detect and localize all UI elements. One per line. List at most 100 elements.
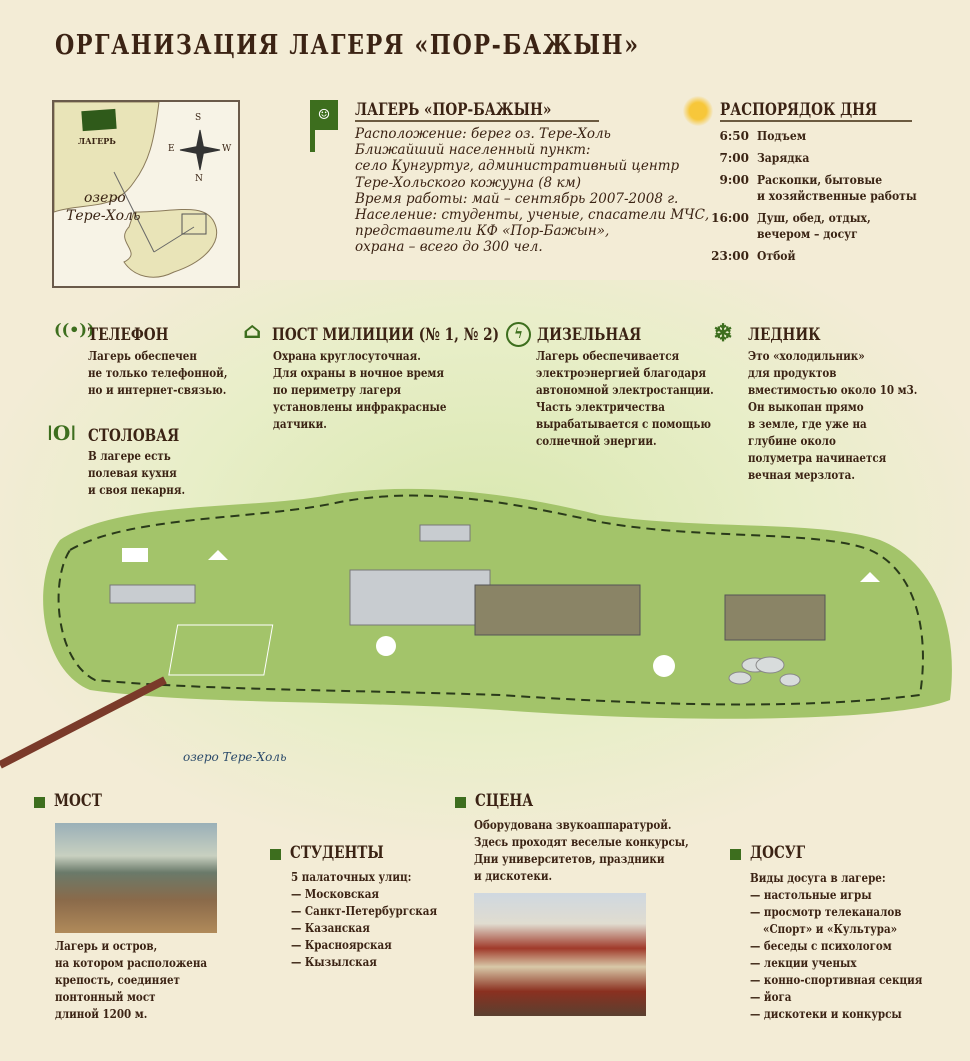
text-line: 5 палаточных улиц: <box>291 870 412 884</box>
phone-text: Лагерь обеспечен не только телефонной, н… <box>88 348 250 399</box>
text-line: Охрана круглосуточная. <box>273 349 421 363</box>
bullet-square-icon <box>455 797 466 808</box>
students-text: 5 палаточных улиц: — Московская — Санкт-… <box>291 869 461 971</box>
canteen-text: В лагере есть полевая кухня и своя пекар… <box>88 448 201 499</box>
text-line: — йога <box>750 990 792 1004</box>
text-line: — лекции ученых <box>750 956 857 970</box>
camp-line: Ближайший населенный пункт: <box>355 142 591 159</box>
schedule-text: Подъем <box>757 129 807 143</box>
text-line: — просмотр телеканалов <box>750 905 902 919</box>
text-line: — Кызылская <box>291 955 377 969</box>
page-title: ОРГАНИЗАЦИЯ ЛАГЕРЯ «ПОР-БАЖЫН» <box>55 30 640 61</box>
text-line: — Московская <box>291 887 380 901</box>
text-line: глубине около <box>748 434 836 448</box>
text-line: для продуктов <box>748 366 837 380</box>
camp-line: село Кунгуртуг, административный центр <box>355 158 680 175</box>
text-line: крепость, соединяет <box>55 973 180 987</box>
bullet-square-icon <box>34 797 45 808</box>
text-line: вместимостью около 10 м3. <box>748 383 918 397</box>
minimap-lake-label-2: Тере-Холь <box>66 208 141 224</box>
glacier-text: Это «холодильник» для продуктов вместимо… <box>748 348 945 484</box>
text-line: Лагерь и остров, <box>55 939 158 953</box>
flag-icon: ☺ <box>310 100 338 152</box>
police-heading: ПОСТ МИЛИЦИИ (№ 1, № 2) <box>272 325 500 345</box>
schedule-item-cont: и хозяйственные работы <box>757 188 934 204</box>
schedule-time: 6:50 <box>719 129 749 143</box>
text-line: — беседы с психологом <box>750 939 892 953</box>
bridge-photo <box>55 823 217 933</box>
leisure-heading: ДОСУГ <box>750 843 806 863</box>
text-line: В лагере есть <box>88 449 171 463</box>
schedule-time: 9:00 <box>719 173 749 187</box>
text-line: электроэнергией благодаря <box>536 366 706 380</box>
text-line: «Спорт» и «Культура» <box>763 922 898 936</box>
location-minimap: ЛАГЕРЬ озеро Тере-Холь S N E W <box>52 100 240 288</box>
text-line: Оборудована звукоаппаратурой. <box>474 818 672 832</box>
text-line: установлены инфракрасные <box>273 400 447 414</box>
stage-heading: СЦЕНА <box>475 791 534 811</box>
bridge-heading: МОСТ <box>54 791 102 811</box>
text-line: — Санкт-Петербургская <box>291 904 438 918</box>
compass-w: W <box>222 144 232 154</box>
text-line: Лагерь обеспечивается <box>536 349 680 363</box>
text-line: вырабатывается с помощью <box>536 417 711 431</box>
map-lake-label: озеро Тере-Холь <box>183 750 287 764</box>
diesel-heading: ДИЗЕЛЬНАЯ <box>537 325 642 345</box>
text-line: понтонный мост <box>55 990 156 1004</box>
text-line: Это «холодильник» <box>748 349 865 363</box>
lightning-icon: ϟ <box>506 322 531 347</box>
schedule-text: Душ, обед, отдых, <box>757 211 871 225</box>
text-line: — дискотеки и конкурсы <box>750 1007 902 1021</box>
minimap-lake-label-1: озеро <box>84 190 126 206</box>
schedule-text: Отбой <box>757 249 796 263</box>
plate-cutlery-icon: ǀOǀ <box>47 421 77 445</box>
camp-line: Время работы: май – сентябрь 2007-2008 г… <box>355 190 679 207</box>
camp-heading: ЛАГЕРЬ «ПОР-БАЖЫН» <box>355 100 599 122</box>
stage-photo <box>474 893 646 1016</box>
text-line: — настольные игры <box>750 888 872 902</box>
text-line: но и интернет-связью. <box>88 383 227 397</box>
schedule-item-cont: вечером – досуг <box>757 226 869 242</box>
text-line: полуметра начинается <box>748 451 887 465</box>
compass-s: S <box>195 113 202 123</box>
compass-n: N <box>195 174 203 184</box>
text-line: на котором расположена <box>55 956 208 970</box>
camp-line: Расположение: берег оз. Тере-Холь <box>355 126 611 142</box>
text-line: Дни университетов, праздники <box>474 852 665 866</box>
text-line: Лагерь обеспечен <box>88 349 197 363</box>
text-line: Для охраны в ночное время <box>273 366 444 380</box>
snowflake-icon: ❄ <box>713 318 734 347</box>
sun-icon <box>683 96 713 126</box>
students-heading: СТУДЕНТЫ <box>290 843 384 863</box>
schedule-item: 23:00 Отбой <box>700 248 800 264</box>
canteen-heading: СТОЛОВАЯ <box>88 426 180 446</box>
schedule-heading: РАСПОРЯДОК ДНЯ <box>720 100 912 122</box>
text-line: Виды досуга в лагере: <box>750 871 886 885</box>
camp-line: охрана – всего до 300 чел. <box>355 239 543 256</box>
bullet-square-icon <box>270 849 281 860</box>
schedule-time: 23:00 <box>711 249 749 263</box>
schedule-item: 6:50 Подъем <box>700 128 812 144</box>
bridge-text: Лагерь и остров, на котором расположена … <box>55 938 232 1023</box>
text-line: вечная мерзлота. <box>748 468 855 482</box>
camp-line: представители КФ «Пор-Бажын», <box>355 223 610 240</box>
camp-line: Тере-Хольского кожууна (8 км) <box>355 174 581 191</box>
schedule-text: вечером – досуг <box>757 227 858 241</box>
text-line: автономной электростанции. <box>536 383 714 397</box>
text-line: — Красноярская <box>291 938 392 952</box>
leisure-text: Виды досуга в лагере: — настольные игры … <box>750 870 950 1023</box>
text-line: и своя пекарня. <box>88 483 186 497</box>
stage-text: Оборудована звукоаппаратурой. Здесь прох… <box>474 817 724 885</box>
text-line: не только телефонной, <box>88 366 228 380</box>
text-line: датчики. <box>273 417 327 431</box>
text-line: солнечной энергии. <box>536 434 657 448</box>
camp-map <box>0 488 952 769</box>
text-line: в земле, где уже на <box>748 417 867 431</box>
text-line: по периметру лагеря <box>273 383 402 397</box>
text-line: полевая кухня <box>88 466 177 480</box>
diesel-text: Лагерь обеспечивается электроэнергией бл… <box>536 348 743 450</box>
text-line: — Казанская <box>291 921 370 935</box>
